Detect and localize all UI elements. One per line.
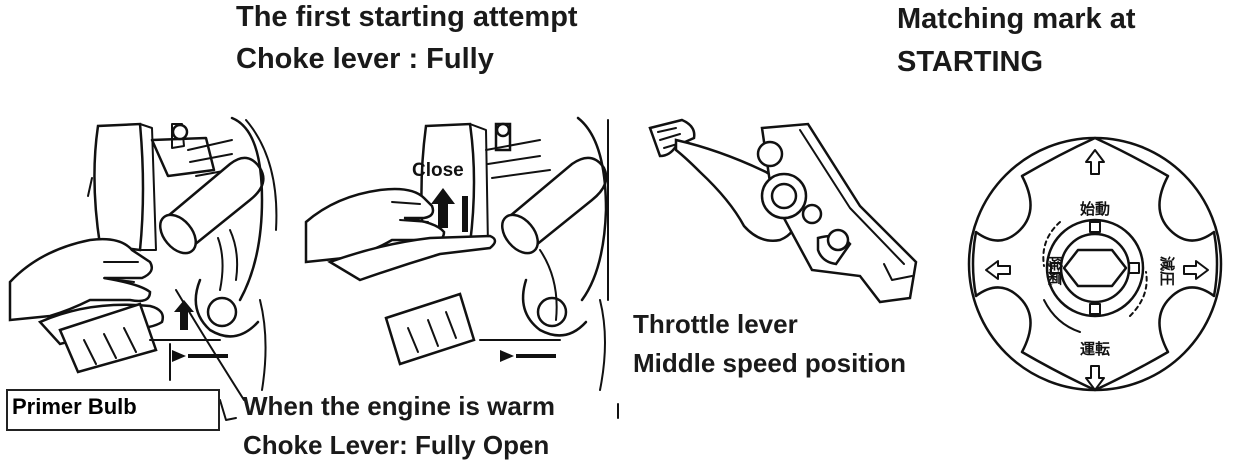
first-attempt-caption: The first starting attempt	[236, 1, 578, 33]
middle-speed-caption: Middle speed position	[633, 348, 907, 378]
choke-open-caption: Choke Lever: Fully Open	[243, 430, 550, 460]
dial-label-bottom: 運転	[1080, 340, 1110, 358]
matching-mark-dial	[967, 136, 1223, 392]
throttle-lever-caption: Throttle lever	[633, 309, 798, 339]
engine-warm-caption: When the engine is warm	[243, 391, 556, 421]
engine-figure-warm	[304, 116, 609, 391]
primer-bulb-label: Primer Bulb	[12, 394, 137, 419]
close-label: Close	[412, 160, 464, 181]
dial-label-right: 減圧	[1158, 256, 1176, 286]
dial-label-left: 除氣	[1046, 256, 1064, 286]
primer-leader-line	[219, 399, 237, 421]
warm-leader-line	[175, 289, 245, 401]
starting-caption: STARTING	[897, 46, 1044, 78]
choke-fully-caption: Choke lever : Fully	[236, 43, 494, 75]
dial-label-top: 始動	[1080, 200, 1110, 218]
matching-mark-caption: Matching mark at	[897, 3, 1136, 35]
primer-bulb-callout: Primer Bulb	[6, 389, 220, 431]
engine-figure-cold	[8, 116, 278, 391]
throttle-lever-figure	[648, 118, 918, 304]
